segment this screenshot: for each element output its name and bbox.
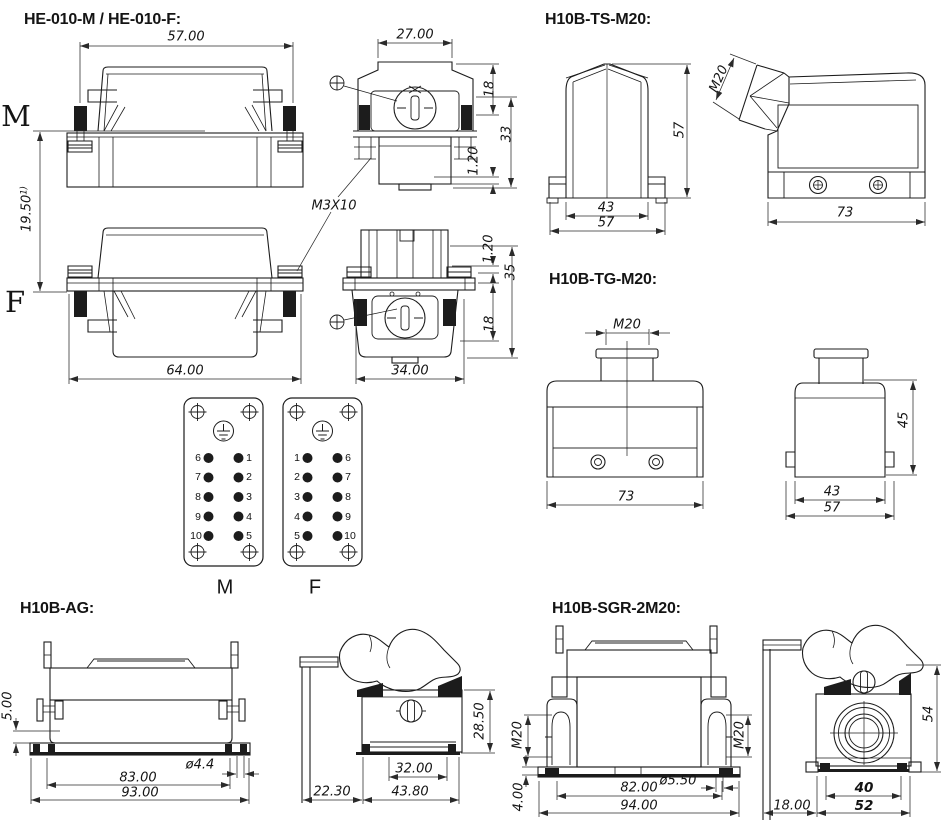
pin-number: 1 bbox=[294, 452, 300, 464]
dim-ag-32: 32.00 bbox=[395, 761, 433, 777]
dim-ag-22-30: 22.30 bbox=[313, 784, 351, 800]
dim-sgr-m20-left: M20 bbox=[510, 721, 526, 749]
pin-number: 6 bbox=[195, 452, 201, 464]
section-title-tg: H10B-TG-M20: bbox=[549, 271, 657, 288]
sgr-front-view bbox=[522, 625, 752, 817]
dim-ts-43: 43 bbox=[597, 200, 615, 216]
locking-lever bbox=[801, 624, 924, 688]
pin-number: 10 bbox=[190, 530, 202, 542]
ts-side-view bbox=[712, 53, 926, 226]
ag-front-view bbox=[13, 641, 259, 804]
insert-f-caption: F bbox=[308, 576, 322, 599]
dim-ag-43-80: 43.80 bbox=[391, 784, 429, 800]
section-title-ag: H10B-AG: bbox=[20, 600, 94, 617]
pin-number: 4 bbox=[246, 511, 252, 523]
dim-ag-93: 93.00 bbox=[121, 785, 159, 801]
dim-sgr-hole: ø5.50 bbox=[659, 773, 697, 789]
pin-number: 2 bbox=[294, 471, 300, 483]
he010-female-side-view bbox=[329, 229, 518, 384]
pin-number: 3 bbox=[246, 491, 252, 503]
dim-ag-83: 83.00 bbox=[119, 770, 157, 786]
pin-number: 10 bbox=[344, 530, 356, 542]
dim-sgr-52: 52 bbox=[854, 798, 874, 814]
dim-18-f: 18 bbox=[482, 315, 498, 333]
pin-number: 9 bbox=[195, 511, 201, 523]
earth-ground-icon bbox=[312, 420, 333, 442]
locking-lever bbox=[338, 628, 461, 692]
he010-female-front-view bbox=[66, 227, 304, 384]
pin-number: 8 bbox=[195, 491, 201, 503]
dim-19-50: 19.501) bbox=[19, 186, 35, 232]
he010-insert-m-face bbox=[183, 397, 264, 567]
section-title-sgr: H10B-SGR-2M20: bbox=[552, 600, 681, 617]
dim-ts-73: 73 bbox=[836, 205, 854, 221]
female-view-label: F bbox=[4, 285, 26, 319]
he010-male-front-view bbox=[66, 42, 304, 188]
pin-number: 8 bbox=[345, 491, 351, 503]
screw-head-icon bbox=[329, 75, 345, 91]
dim-footnote-sup: 1) bbox=[19, 186, 30, 195]
he010-insert-f-face bbox=[282, 397, 363, 567]
he010-male-side-view bbox=[329, 39, 517, 194]
dim-ag-28-50: 28.50 bbox=[472, 702, 488, 740]
dim-sgr-54: 54 bbox=[921, 705, 937, 723]
dim-tg-43: 43 bbox=[823, 484, 841, 500]
dim-1-20-f: 1.20 bbox=[481, 234, 497, 264]
pin-number: 1 bbox=[246, 452, 252, 464]
dim-18-m: 18 bbox=[482, 80, 498, 98]
sgr-side-view bbox=[762, 624, 941, 820]
pin-number: 7 bbox=[195, 471, 201, 483]
dim-sgr-40: 40 bbox=[854, 780, 874, 796]
dim-64-00: 64.00 bbox=[166, 363, 204, 379]
male-view-label: M bbox=[1, 99, 31, 133]
dim-ag-hole: ø4.4 bbox=[185, 757, 215, 773]
tg-side-view bbox=[785, 348, 917, 520]
pin-number: 3 bbox=[294, 491, 300, 503]
pin-number: 5 bbox=[246, 530, 252, 542]
dim-m3x10: M3X10 bbox=[311, 198, 357, 214]
section-title-he010: HE-010-M / HE-010-F: bbox=[24, 11, 181, 28]
pin-contacts bbox=[302, 453, 343, 541]
pin-number: 2 bbox=[246, 471, 252, 483]
dim-tg-73: 73 bbox=[617, 489, 635, 505]
corner-alignment-mark bbox=[287, 403, 358, 561]
pin-number: 6 bbox=[345, 452, 351, 464]
dim-ag-5-00: 5.00 bbox=[0, 691, 16, 721]
dim-tg-m20: M20 bbox=[613, 317, 641, 333]
dim-sgr-82: 82.00 bbox=[620, 780, 658, 796]
dim-ts-57-height: 57 bbox=[672, 121, 688, 139]
dim-sgr-4-00: 4.00 bbox=[511, 782, 527, 812]
dim-sgr-94: 94.00 bbox=[620, 798, 658, 814]
ts-front-view bbox=[546, 63, 691, 235]
pin-number: 9 bbox=[345, 511, 351, 523]
pin-number: 4 bbox=[294, 511, 300, 523]
insert-m-caption: M bbox=[216, 576, 234, 599]
dim-34-00: 34.00 bbox=[391, 363, 429, 379]
dim-sgr-m20-right: M20 bbox=[732, 721, 748, 749]
screw-head-icon bbox=[329, 314, 345, 330]
dim-35: 35 bbox=[503, 263, 519, 281]
he010-pitch-dimension bbox=[33, 130, 372, 293]
dim-sgr-18-00: 18.00 bbox=[773, 798, 811, 814]
pin-number: 5 bbox=[294, 530, 300, 542]
earth-ground-icon bbox=[213, 420, 234, 442]
tg-front-view bbox=[546, 329, 704, 509]
section-title-ts: H10B-TS-M20: bbox=[545, 11, 652, 28]
pin-number: 7 bbox=[345, 471, 351, 483]
ag-side-view bbox=[299, 628, 495, 804]
dim-tg-45: 45 bbox=[896, 411, 912, 429]
dim-27-00: 27.00 bbox=[396, 27, 434, 43]
dim-33: 33 bbox=[499, 125, 515, 143]
dim-tg-57: 57 bbox=[823, 500, 841, 516]
corner-alignment-mark bbox=[188, 403, 259, 561]
dim-57-00: 57.00 bbox=[167, 29, 205, 45]
dim-1-20-m: 1.20 bbox=[466, 146, 482, 176]
dim-ts-57-bottom: 57 bbox=[597, 215, 615, 231]
pin-contacts bbox=[203, 453, 244, 541]
